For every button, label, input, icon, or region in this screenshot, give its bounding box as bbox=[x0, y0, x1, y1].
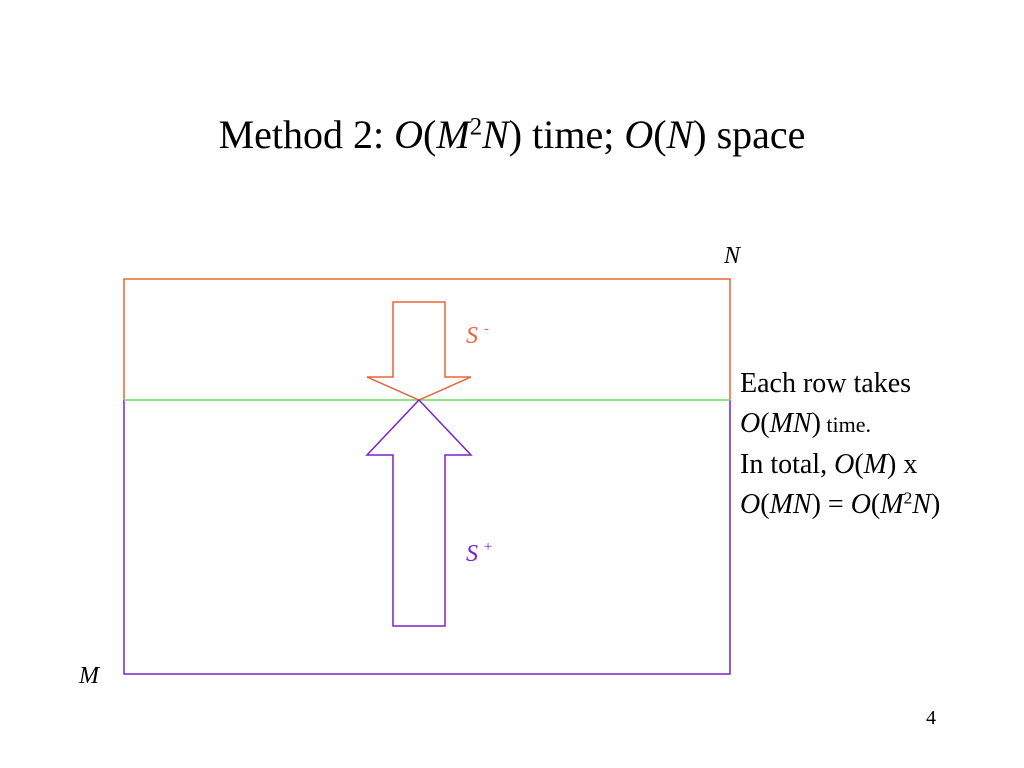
page-number: 4 bbox=[926, 707, 936, 729]
s-plus-label: S + bbox=[466, 538, 493, 567]
bottom-region-outline bbox=[123, 400, 731, 675]
note-line-3: In total, O(M) x bbox=[740, 449, 918, 480]
s-minus-label: S - bbox=[466, 320, 489, 349]
slide-title: Method 2: O(M2N) time; O(N) space bbox=[218, 112, 806, 157]
row-count-label: M bbox=[79, 663, 99, 689]
column-count-label: N bbox=[724, 243, 741, 269]
s-minus-down-arrow bbox=[366, 301, 472, 401]
note-line-2: O(MN) time. bbox=[740, 408, 871, 439]
note-line-4: O(MN) = O(M2N) bbox=[740, 488, 941, 520]
top-region-outline bbox=[123, 278, 731, 400]
s-plus-up-arrow bbox=[365, 398, 473, 627]
complexity-note: Each row takes O(MN) time. In total, O(M… bbox=[740, 364, 940, 525]
note-line-1: Each row takes bbox=[740, 368, 912, 399]
